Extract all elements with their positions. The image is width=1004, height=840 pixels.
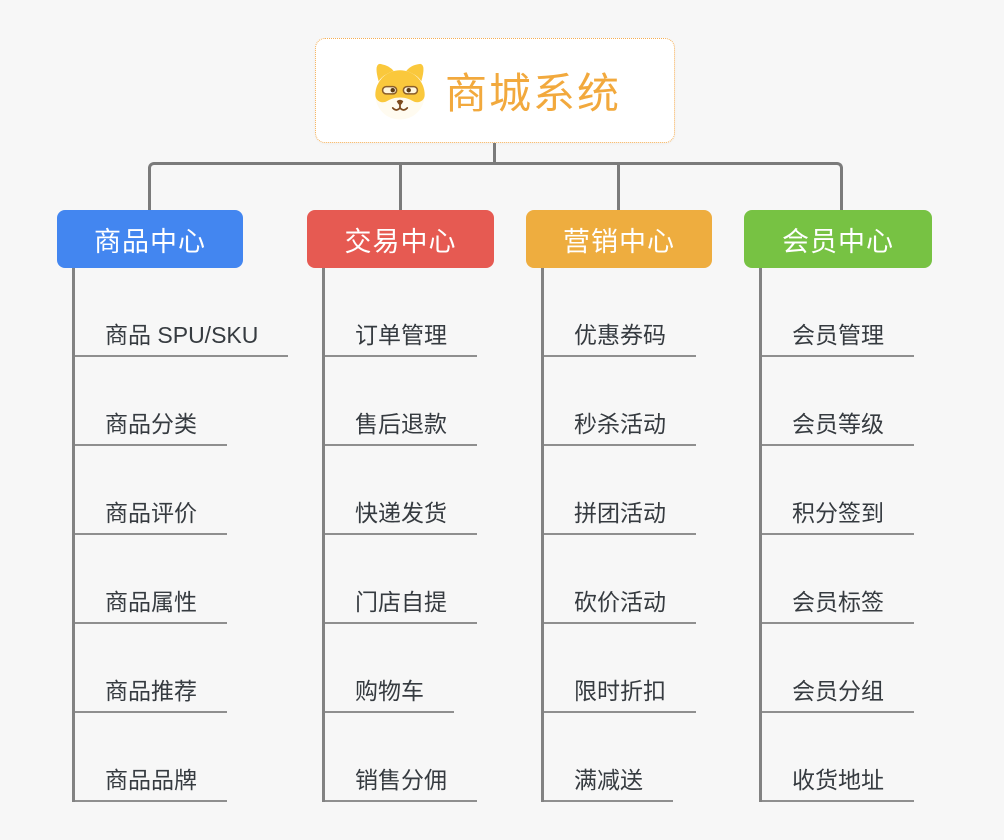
child-row: 会员标签 — [759, 535, 999, 624]
child-node[interactable]: 满减送 — [541, 761, 673, 802]
child-row: 购物车 — [322, 624, 562, 713]
connector-bus — [148, 162, 843, 210]
child-node[interactable]: 收货地址 — [759, 761, 914, 802]
child-row: 收货地址 — [759, 713, 999, 802]
child-row: 门店自提 — [322, 535, 562, 624]
branch-children-marketing-center: 优惠券码 秒杀活动 拼团活动 砍价活动 限时折扣 满减送 — [526, 268, 781, 802]
branch-children-product-center: 商品 SPU/SKU 商品分类 商品评价 商品属性 商品推荐 商品品牌 — [57, 268, 312, 802]
child-row: 订单管理 — [322, 268, 562, 357]
child-row: 秒杀活动 — [541, 357, 781, 446]
child-node[interactable]: 门店自提 — [322, 583, 477, 624]
child-node[interactable]: 砍价活动 — [541, 583, 696, 624]
branch-header-marketing-center[interactable]: 营销中心 — [526, 210, 712, 268]
child-row: 商品评价 — [72, 446, 312, 535]
connector-trunk — [72, 268, 75, 802]
child-node[interactable]: 会员等级 — [759, 405, 914, 446]
child-node[interactable]: 优惠券码 — [541, 316, 696, 357]
branch-header-product-center[interactable]: 商品中心 — [57, 210, 243, 268]
child-row: 会员分组 — [759, 624, 999, 713]
child-node[interactable]: 订单管理 — [322, 316, 477, 357]
child-node[interactable]: 会员管理 — [759, 316, 914, 357]
child-node[interactable]: 购物车 — [322, 672, 454, 713]
child-row: 售后退款 — [322, 357, 562, 446]
child-node[interactable]: 商品 SPU/SKU — [72, 316, 289, 357]
child-node[interactable]: 商品分类 — [72, 405, 227, 446]
branch-header-member-center[interactable]: 会员中心 — [744, 210, 932, 268]
child-row: 商品推荐 — [72, 624, 312, 713]
child-row: 快递发货 — [322, 446, 562, 535]
branch-header-trade-center[interactable]: 交易中心 — [307, 210, 494, 268]
child-row: 销售分佣 — [322, 713, 562, 802]
child-node[interactable]: 商品推荐 — [72, 672, 227, 713]
child-node[interactable]: 销售分佣 — [322, 761, 477, 802]
child-row: 会员管理 — [759, 268, 999, 357]
root-title: 商城系统 — [444, 70, 621, 117]
root-node[interactable]: 商城系统 — [315, 38, 675, 143]
connector-drop-marketing — [617, 162, 620, 210]
child-row: 拼团活动 — [541, 446, 781, 535]
child-row: 满减送 — [541, 713, 781, 802]
child-node[interactable]: 会员分组 — [759, 672, 914, 713]
child-row: 商品属性 — [72, 535, 312, 624]
child-node[interactable]: 秒杀活动 — [541, 405, 696, 446]
child-node[interactable]: 商品属性 — [72, 583, 227, 624]
child-node[interactable]: 积分签到 — [759, 494, 914, 535]
child-node[interactable]: 商品评价 — [72, 494, 227, 535]
connector-trunk — [322, 268, 325, 802]
child-row: 砍价活动 — [541, 535, 781, 624]
child-node[interactable]: 快递发货 — [322, 494, 477, 535]
child-row: 限时折扣 — [541, 624, 781, 713]
child-node[interactable]: 限时折扣 — [541, 672, 696, 713]
connector-trunk — [759, 268, 762, 802]
child-row: 优惠券码 — [541, 268, 781, 357]
connector-trunk — [541, 268, 544, 802]
child-node[interactable]: 售后退款 — [322, 405, 477, 446]
child-node[interactable]: 商品品牌 — [72, 761, 227, 802]
connector-drop-trade — [399, 162, 402, 210]
child-row: 商品分类 — [72, 357, 312, 446]
child-node[interactable]: 会员标签 — [759, 583, 914, 624]
branch-children-member-center: 会员管理 会员等级 积分签到 会员标签 会员分组 收货地址 — [744, 268, 999, 802]
child-row: 商品 SPU/SKU — [72, 268, 312, 357]
shiba-dog-icon — [369, 61, 431, 121]
connector-root-stem — [493, 143, 496, 163]
child-row: 商品品牌 — [72, 713, 312, 802]
child-row: 会员等级 — [759, 357, 999, 446]
child-row: 积分签到 — [759, 446, 999, 535]
child-node[interactable]: 拼团活动 — [541, 494, 696, 535]
branch-children-trade-center: 订单管理 售后退款 快递发货 门店自提 购物车 销售分佣 — [307, 268, 562, 802]
